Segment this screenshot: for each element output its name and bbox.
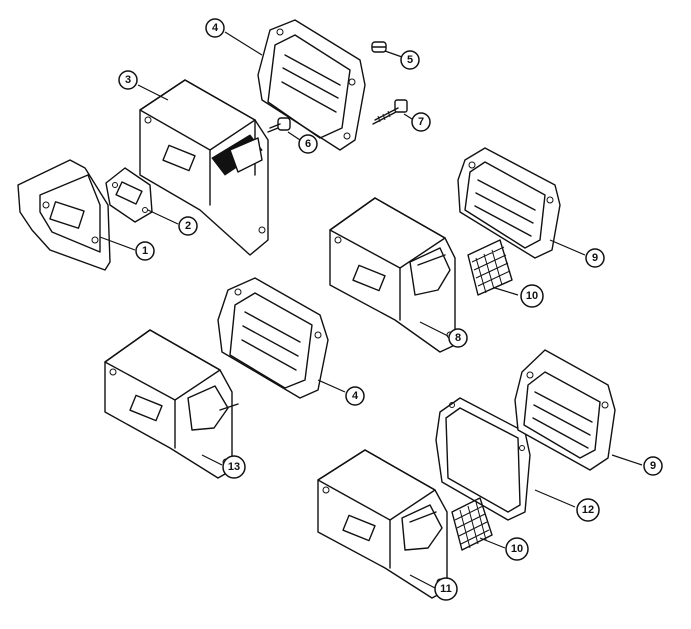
callout-label: 10 — [511, 543, 523, 555]
callout-label: 11 — [440, 583, 452, 595]
callout-2: 2 — [178, 216, 198, 236]
callout-label: 5 — [407, 54, 413, 66]
part-11-muffler — [317, 449, 448, 599]
part-7-bolt — [372, 99, 408, 125]
part-9-cover-upper — [457, 147, 561, 259]
callout-label: 9 — [650, 460, 656, 472]
callout-label: 13 — [228, 461, 240, 473]
callout-4-middle: 4 — [345, 386, 365, 406]
part-9-cover-lower — [514, 349, 616, 471]
callout-label: 3 — [125, 74, 131, 86]
part-10-screen-lower — [451, 497, 493, 551]
callout-label: 12 — [582, 504, 594, 516]
part-4-cover-top — [257, 19, 366, 151]
callout-label: 8 — [455, 332, 461, 344]
part-1-heat-shield — [17, 159, 111, 271]
callout-4-top: 4 — [205, 18, 225, 38]
callout-8: 8 — [448, 328, 468, 348]
callout-9-lower: 9 — [643, 456, 663, 476]
callout-label: 10 — [526, 290, 538, 302]
callout-10-lower: 10 — [505, 537, 529, 561]
callout-7: 7 — [411, 112, 431, 132]
callout-11: 11 — [434, 577, 458, 601]
callout-5: 5 — [400, 50, 420, 70]
callout-3: 3 — [118, 70, 138, 90]
callout-1: 1 — [135, 241, 155, 261]
part-5-nut — [371, 41, 387, 53]
part-13-muffler — [104, 329, 239, 479]
part-4-cover-middle — [217, 277, 329, 399]
callout-label: 6 — [305, 138, 311, 150]
part-8-muffler — [329, 197, 456, 353]
callout-6: 6 — [298, 134, 318, 154]
callout-label: 4 — [352, 390, 359, 402]
part-10-screen-upper — [467, 239, 513, 296]
callout-10-upper: 10 — [520, 284, 544, 308]
callout-label: 4 — [212, 22, 219, 34]
callout-12: 12 — [576, 498, 600, 522]
part-12-gasket — [435, 397, 531, 521]
callout-label: 7 — [418, 116, 424, 128]
leader-lines — [99, 31, 643, 589]
callout-13: 13 — [222, 455, 246, 479]
callout-label: 1 — [142, 245, 148, 257]
part-6-screw — [267, 117, 291, 133]
callout-label: 2 — [185, 220, 191, 232]
callout-9-upper: 9 — [585, 248, 605, 268]
part-3-muffler — [139, 79, 269, 256]
callout-label: 9 — [592, 252, 598, 264]
